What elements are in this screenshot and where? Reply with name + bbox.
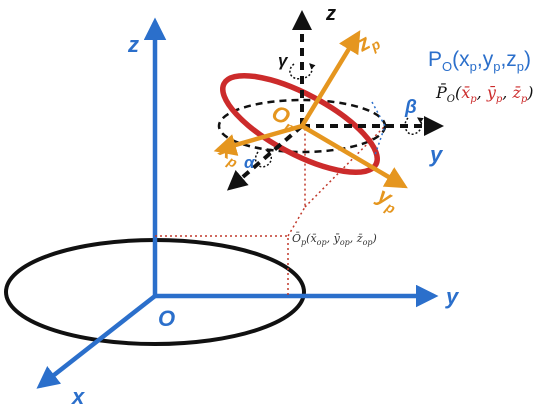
global-origin-label: O xyxy=(158,306,175,331)
po-sep2: ,z xyxy=(500,48,516,71)
global-z-label: z xyxy=(127,32,139,57)
obar-main: Ō xyxy=(292,232,301,245)
pbar-close: ) xyxy=(526,83,533,102)
local-z-label: z xyxy=(325,3,336,25)
po-label: PO(xp,yp,zp) xyxy=(428,48,531,74)
global-y-label: y xyxy=(445,284,460,309)
po-sub: O xyxy=(442,59,452,74)
platform-y-axis xyxy=(300,124,408,189)
pbar-z: z̄ xyxy=(511,83,521,102)
gamma-label: γ xyxy=(278,51,289,70)
obar-sub: p xyxy=(301,238,306,247)
obar-c1: , xyxy=(327,232,334,245)
platform-x-axis xyxy=(213,123,303,156)
global-x-axis xyxy=(36,294,157,389)
po-open: (x xyxy=(452,48,470,71)
platform-z-axis xyxy=(300,30,361,128)
pbar-sub: O xyxy=(447,94,455,105)
obar-label: Ōp(x̄op, ȳop, z̄op) xyxy=(292,232,377,247)
projection-dotted-red-3 xyxy=(304,125,386,208)
po-close: ) xyxy=(524,48,531,71)
obar-open: ( xyxy=(306,232,311,245)
platform-ellipse xyxy=(220,72,380,176)
beta-label: β xyxy=(404,97,417,118)
local-y-label: y xyxy=(429,142,444,167)
pbar-y: ȳ xyxy=(486,83,497,102)
gamma-rotation-arc xyxy=(289,63,316,80)
obar-ys: op xyxy=(340,238,350,247)
pbar-c2: , xyxy=(502,83,512,102)
pbar-label: P̄O(x̄p, ȳp, z̄p) xyxy=(435,81,534,105)
obar-zs: op xyxy=(363,238,373,247)
platform-y-label: yp xyxy=(371,182,404,217)
platform-z-label: zp xyxy=(352,25,384,60)
obar-close: ) xyxy=(372,232,377,245)
obar-y: ȳ xyxy=(333,232,341,245)
pbar-ys: p xyxy=(496,94,503,105)
local-plane-ellipse xyxy=(217,98,387,154)
po-sep1: ,y xyxy=(477,48,494,71)
global-x-label: x xyxy=(71,384,85,409)
pbar-xs: p xyxy=(470,94,477,105)
pbar-c1: , xyxy=(477,83,487,102)
obar-x: x̄ xyxy=(310,232,317,245)
pbar-x: x̄ xyxy=(461,83,470,102)
obar-c2: , xyxy=(350,232,357,245)
obar-z: z̄ xyxy=(356,232,363,245)
po-p1: p xyxy=(470,59,477,74)
obar-xs: op xyxy=(317,238,327,247)
pbar-open: ( xyxy=(455,83,462,102)
beta-rotation-arc xyxy=(404,117,424,135)
alpha-label: α xyxy=(244,153,256,172)
alpha-rotation-arc xyxy=(254,148,272,168)
pbar-zs: p xyxy=(521,94,528,105)
po-main: P xyxy=(428,48,442,71)
pbar-main: P̄ xyxy=(435,81,447,102)
po-p3: p xyxy=(517,59,524,74)
projection-dotted-red-2 xyxy=(287,126,306,237)
local-x-axis xyxy=(226,124,304,191)
po-p2: p xyxy=(493,59,500,74)
